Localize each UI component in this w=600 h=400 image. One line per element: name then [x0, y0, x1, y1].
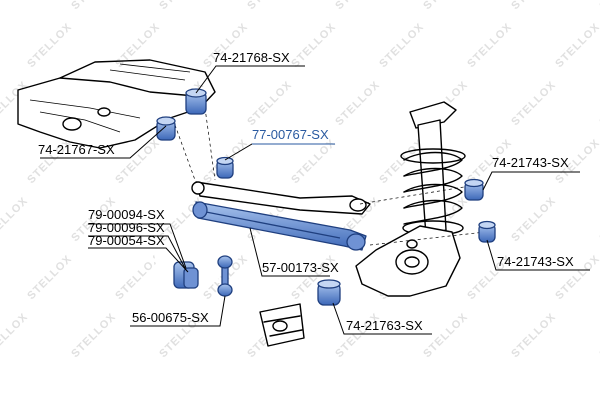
watermark-tile: STELLOX [597, 0, 600, 12]
watermark-tile: STELLOX [245, 79, 294, 128]
watermark-tile: STELLOX [509, 0, 558, 12]
label-stab-bush-2: 79-00096-SX [88, 220, 165, 235]
label-highlight-bush: 77-00767-SX [252, 127, 329, 142]
label-upper-mount: 74-21768-SX [213, 50, 290, 65]
leader-lines [40, 65, 590, 335]
label-lower-mount: 74-21767-SX [38, 142, 115, 157]
watermark-tile: STELLOX [0, 195, 31, 244]
label-control-arm: 57-00173-SX [262, 260, 339, 275]
label-strut-bush-top: 74-21743-SX [492, 155, 569, 170]
label-link: 56-00675-SX [132, 310, 209, 325]
strut-assembly [355, 101, 486, 297]
label-stab-bush-3: 79-00054-SX [88, 233, 165, 248]
watermark-tile: STELLOX [289, 21, 338, 70]
lower-mount-part [156, 116, 176, 141]
watermark-tile: STELLOX [509, 195, 558, 244]
watermark-tile: STELLOX [69, 0, 118, 12]
watermark-tile: STELLOX [113, 21, 162, 70]
label-knuckle-bush: 74-21763-SX [346, 318, 423, 333]
control-arm-part [192, 201, 367, 251]
knuckle-bush-part [317, 279, 341, 306]
watermark-tile: STELLOX [157, 0, 206, 12]
bracket-drawing [259, 303, 305, 347]
upper-link-arm [191, 181, 371, 215]
watermark-tile: STELLOX [245, 0, 294, 12]
watermark-tile: STELLOX [333, 0, 382, 12]
watermark-tile: STELLOX [465, 21, 514, 70]
watermark-tile: STELLOX [25, 21, 74, 70]
stabilizer-bush-part [173, 261, 199, 289]
watermark-tile: STELLOX [113, 137, 162, 186]
upper-mount-part [185, 88, 207, 115]
watermark-tile: STELLOX [421, 0, 470, 12]
label-stab-bush-1: 79-00094-SX [88, 207, 165, 222]
link-part [217, 255, 233, 297]
watermark-tile: STELLOX [25, 253, 74, 302]
highlight-bush-part [216, 156, 234, 179]
strut-bush-top-part [464, 178, 484, 201]
watermark-tile: STELLOX [377, 21, 426, 70]
watermark-tile: STELLOX [553, 21, 600, 70]
watermark-tile: STELLOX [69, 311, 118, 360]
watermark-tile: STELLOX [509, 79, 558, 128]
watermark-tile: STELLOX [0, 0, 31, 12]
strut-bush-bottom-part [478, 220, 496, 243]
watermark-tile: STELLOX [333, 79, 382, 128]
watermark-tile: STELLOX [0, 311, 31, 360]
label-strut-bush-bottom: 74-21743-SX [497, 254, 574, 269]
watermark-tile: STELLOX [509, 311, 558, 360]
watermark-tile: STELLOX [421, 311, 470, 360]
